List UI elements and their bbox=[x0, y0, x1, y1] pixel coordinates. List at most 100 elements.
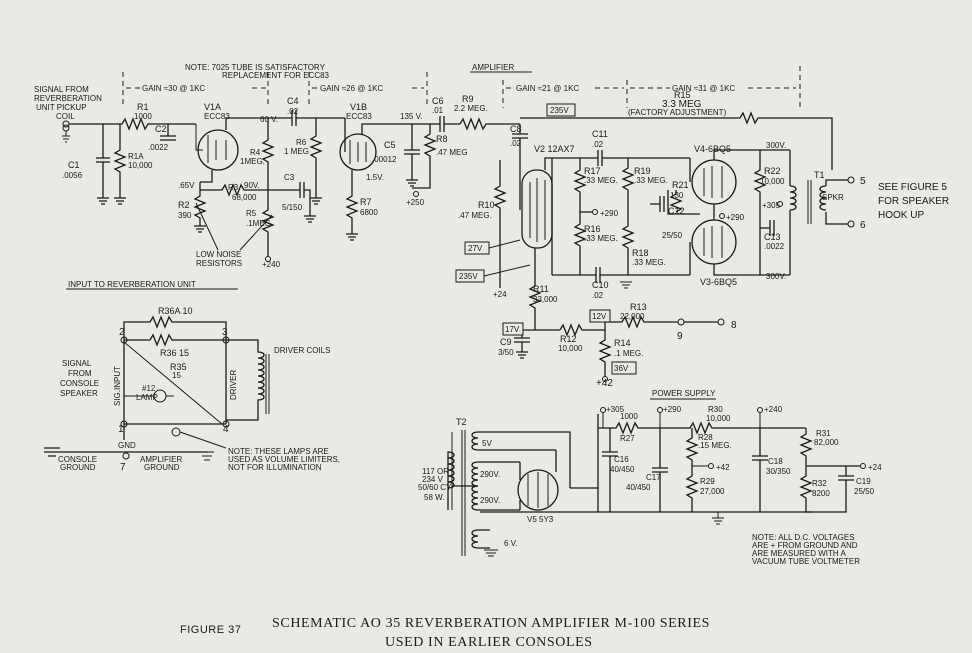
bplus-ground-rail bbox=[480, 414, 812, 513]
dc-note-line4: VACUUM TUBE VOLTMETER bbox=[752, 557, 860, 566]
r14-voltage: 36V bbox=[614, 364, 629, 373]
t2-label: T2 bbox=[456, 417, 467, 427]
see-figure-line2: FOR SPEAKER bbox=[878, 196, 949, 207]
r35-label: R35 bbox=[170, 362, 187, 372]
r14-value: .1 MEG. bbox=[614, 349, 643, 358]
supply-resistor-chain bbox=[598, 421, 806, 435]
t2-290a-label: 290V. bbox=[480, 470, 500, 479]
lamp-note-pointer bbox=[179, 431, 227, 449]
v1a-tube bbox=[197, 129, 239, 171]
r35-resistor bbox=[123, 341, 223, 425]
gain-label-stage4: GAIN ≈31 @ 1KC bbox=[672, 84, 735, 93]
r28-r29-divider bbox=[685, 428, 699, 512]
t2-core bbox=[461, 430, 466, 556]
c8-value: .02 bbox=[510, 139, 522, 148]
v1b-plate-voltage: 135 V. bbox=[400, 112, 422, 121]
r17-value: .33 MEG. bbox=[584, 176, 618, 185]
supply-terminal bbox=[265, 256, 271, 262]
v1a-electrodes bbox=[195, 124, 227, 163]
console-signal-line4: SPEAKER bbox=[60, 389, 98, 398]
r2-resistor bbox=[193, 182, 207, 233]
t2-6v-winding bbox=[471, 529, 490, 549]
r1a-resistor bbox=[113, 124, 127, 205]
r7-label: R7 bbox=[360, 197, 372, 207]
v1a-label: V1A bbox=[204, 102, 221, 112]
c8-label: C8 bbox=[510, 124, 522, 134]
r4-label: R4 bbox=[250, 148, 261, 157]
t1-primary bbox=[789, 150, 797, 275]
r1-value: 1000 bbox=[134, 112, 152, 121]
c3-capacitor bbox=[270, 182, 316, 223]
r6-value: 1 MEG bbox=[284, 147, 309, 156]
supply-42-label: +42 bbox=[716, 463, 730, 472]
v3-label: V3-6BQ5 bbox=[700, 277, 737, 287]
c4-label: C4 bbox=[287, 96, 299, 106]
r7-resistor bbox=[345, 170, 359, 241]
r12-r13-chain bbox=[559, 315, 678, 337]
c10-capacitor bbox=[552, 267, 690, 283]
v1b-cathode-voltage: 1.5V. bbox=[366, 173, 384, 182]
r17-resistor bbox=[573, 158, 592, 213]
c18-label: C18 bbox=[768, 457, 783, 466]
supply-terminal-240 bbox=[757, 407, 763, 413]
r21-value: 130 bbox=[670, 191, 684, 200]
v4-electrodes bbox=[703, 166, 723, 198]
r1a-label: R1A bbox=[128, 152, 144, 161]
r3-label: R3 bbox=[228, 183, 239, 192]
see-figure-line1: SEE FIGURE 5 bbox=[878, 182, 947, 193]
v2-label: V2 12AX7 bbox=[534, 144, 575, 154]
plate-voltage-300b: 300V. bbox=[766, 272, 786, 281]
supply-terminal-305 bbox=[600, 407, 606, 413]
c16-label: C16 bbox=[614, 455, 629, 464]
r17-label: R17 bbox=[584, 166, 601, 176]
c8-capacitor bbox=[512, 124, 528, 148]
r22-resistor bbox=[753, 150, 767, 275]
terminal-5 bbox=[847, 176, 855, 184]
supply-24-label: +24 bbox=[868, 463, 882, 472]
v1b-type: ECC83 bbox=[346, 112, 372, 121]
supply-terminal-42 bbox=[708, 463, 714, 469]
r28-label: R28 bbox=[698, 433, 713, 442]
v2-grid-voltage: 27V bbox=[468, 244, 483, 253]
mains-line1: 117 OR bbox=[422, 467, 449, 476]
r1-resistor bbox=[69, 117, 196, 131]
r1-label: R1 bbox=[137, 102, 149, 112]
supply-terminal bbox=[413, 191, 419, 197]
r5-value: .1MEG. bbox=[246, 219, 273, 228]
r2-label: R2 bbox=[178, 200, 190, 210]
driver-coils bbox=[226, 339, 265, 421]
c11-capacitor bbox=[552, 150, 690, 166]
c2-capacitor bbox=[160, 124, 176, 141]
supply-terminal-24 bbox=[860, 463, 866, 469]
ground-symbol bbox=[62, 131, 70, 143]
r21-label: R21 bbox=[672, 180, 689, 190]
r11-resistor bbox=[528, 270, 542, 330]
v4-tube bbox=[691, 159, 737, 205]
r11-label: R11 bbox=[533, 284, 549, 294]
console-ground-line1: CONSOLE bbox=[58, 455, 97, 464]
voltage-pointer bbox=[488, 239, 521, 249]
c9-voltage: 17V bbox=[505, 325, 520, 334]
tube-note-line1: NOTE: 7025 TUBE IS SATISFACTORY bbox=[185, 63, 326, 72]
supply-290-label: +290 bbox=[663, 405, 682, 414]
c13-capacitor bbox=[760, 220, 775, 236]
r15-note: (FACTORY ADJUSTMENT) bbox=[628, 108, 727, 117]
t2-primary bbox=[447, 451, 455, 510]
t2-6v-label: 6 V. bbox=[504, 539, 518, 548]
c12-capacitor bbox=[650, 196, 665, 212]
r22-value: 10,000 bbox=[760, 177, 785, 186]
c4-value: .02 bbox=[287, 107, 299, 116]
r27-value: 1000 bbox=[620, 412, 638, 421]
c2-value: .0022 bbox=[148, 143, 169, 152]
c13-value: .0022 bbox=[764, 242, 785, 251]
v1a-type: ECC83 bbox=[204, 112, 230, 121]
r29-value: 27,000 bbox=[700, 487, 725, 496]
dc-note-line1: NOTE: ALL D.C. VOLTAGES bbox=[752, 533, 855, 542]
supply-terminal bbox=[719, 213, 725, 219]
r9-value: 2.2 MEG. bbox=[454, 104, 488, 113]
r4-resistor bbox=[261, 118, 275, 190]
r29-label: R29 bbox=[700, 477, 715, 486]
low-noise-line2: RESISTORS bbox=[196, 259, 242, 268]
dc-note-line3: ARE MEASURED WITH A bbox=[752, 549, 846, 558]
t1-secondary bbox=[819, 185, 827, 211]
